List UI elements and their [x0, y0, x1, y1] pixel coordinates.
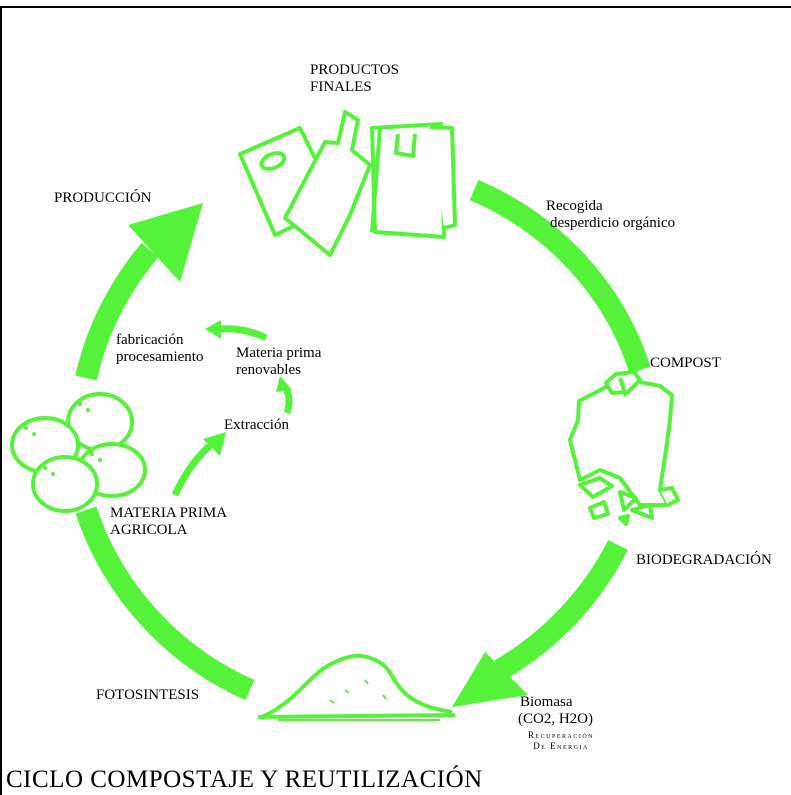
label-produccion: PRODUCCIÓN [54, 190, 152, 206]
label-materia-agricola-line1: MATERIA PRIMA [110, 505, 228, 521]
arc-biodegradacion [494, 539, 628, 680]
label-materia-prima-agricola: MATERIA PRIMA AGRICOLA [110, 505, 227, 539]
arrow-materia-to-fabricacion [217, 325, 268, 342]
label-recuperacion: Recuperación De Energia [528, 730, 594, 752]
arrowhead-fabricacion [205, 320, 221, 339]
arrowhead-biomasa [452, 652, 528, 707]
label-materia-agricola-line2: AGRICOLA [110, 522, 188, 538]
arc-produccion [75, 242, 159, 381]
label-renovables-line1: Materia prima [236, 345, 322, 361]
label-biodegradacion: BIODEGRADACIÓN [636, 552, 772, 568]
label-biomasa: Biomasa (CO2, H2O) [518, 694, 593, 728]
arrow-materia-to-extraccion [171, 440, 216, 497]
label-productos-finales: PRODUCTOS FINALES [310, 62, 399, 96]
fruits-icon [10, 392, 147, 513]
arc-fotosintesis [75, 506, 255, 701]
label-materia-prima-renovables: Materia prima renovables [236, 345, 321, 379]
compost-bag-icon [568, 370, 680, 526]
label-renovables-line2: renovables [236, 362, 301, 378]
arc-recogida-compost [469, 179, 651, 374]
cycle-arrows [75, 179, 651, 701]
label-recuperacion-line1: Recuperación [528, 730, 595, 740]
arrowhead-produccion [128, 203, 203, 282]
arrowhead-extraccion [203, 432, 226, 456]
page-title: CICLO COMPOSTAJE Y REUTILIZACIÓN [6, 766, 483, 793]
label-recuperacion-line2: De Energia [533, 741, 589, 751]
label-recogida: Recogida desperdicio orgánico [546, 198, 675, 232]
biomass-pile-icon [257, 654, 456, 721]
label-productos-line2: FINALES [310, 79, 372, 95]
label-fabricacion: fabricación procesamiento [116, 332, 203, 366]
label-compost: COMPOST [650, 355, 721, 371]
arrow-extraccion-to-materia [281, 385, 293, 415]
label-biomasa-line2: (CO2, H2O) [518, 711, 593, 727]
label-productos-line1: PRODUCTOS [310, 62, 399, 78]
label-extraccion: Extracción [224, 417, 289, 433]
arrowhead-materia [276, 376, 292, 392]
label-fotosintesis: FOTOSINTESIS [96, 687, 200, 703]
bags-icon [238, 110, 457, 257]
label-recogida-line2: desperdicio orgánico [550, 215, 676, 231]
label-fabricacion-line2: procesamiento [116, 349, 204, 365]
label-biomasa-line1: Biomasa [520, 694, 573, 710]
label-recogida-line1: Recogida [546, 198, 603, 214]
label-fabricacion-line1: fabricación [116, 332, 184, 348]
